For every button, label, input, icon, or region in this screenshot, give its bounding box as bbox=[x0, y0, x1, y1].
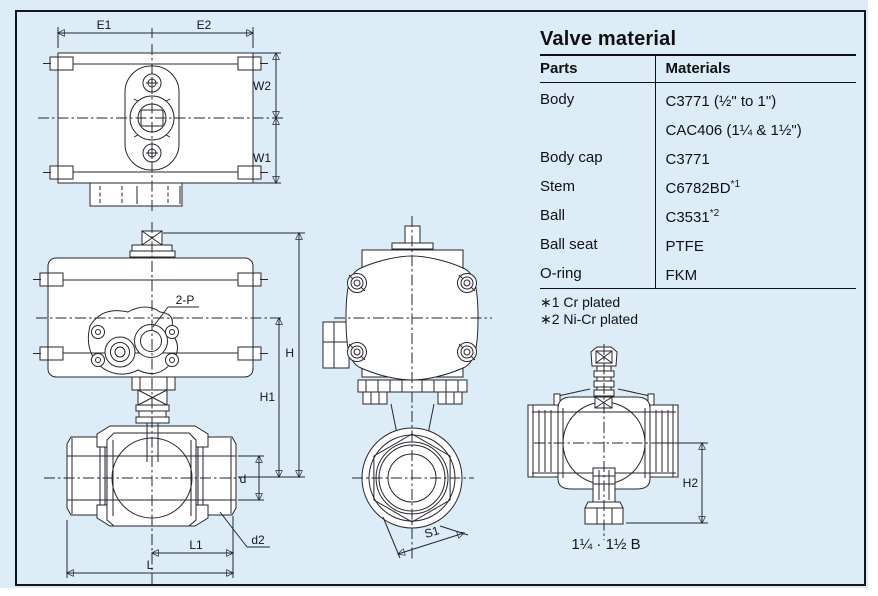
cap-bolt bbox=[457, 273, 477, 293]
valve-material-table: Parts Materials Body C3771 (½" to 1") CA… bbox=[540, 56, 856, 289]
cap-bolt bbox=[457, 342, 477, 362]
table-row: Body C3771 (½" to 1") bbox=[540, 82, 856, 114]
column-header-materials: Materials bbox=[654, 56, 856, 83]
table-header-row: Parts Materials bbox=[540, 56, 856, 83]
material-cell: C3771 (½" to 1") bbox=[654, 82, 856, 114]
table-row: Ball C3531*2 bbox=[540, 201, 856, 230]
material-cell: C3531*2 bbox=[654, 201, 856, 230]
part-cell: Stem bbox=[540, 178, 576, 195]
valve-side-view-drawing: S1 bbox=[322, 216, 492, 560]
valve-material-panel: Valve material Parts Materials Body C377… bbox=[540, 28, 856, 328]
size-note-label: 1¼ · 1½ B bbox=[571, 536, 640, 553]
dim-label-l1: L1 bbox=[189, 538, 203, 552]
part-cell: Body bbox=[540, 91, 575, 108]
material-cell: C3771 bbox=[654, 143, 856, 172]
dim-label-h1: H1 bbox=[260, 390, 276, 404]
dim-label-d2: d2 bbox=[251, 533, 265, 547]
cap-bolt bbox=[347, 273, 367, 293]
valve-front-section-drawing: 2-P H H1 d d2 L1 L bbox=[33, 222, 305, 586]
table-row: Ball seat PTFE bbox=[540, 230, 856, 259]
dim-label-e1: E1 bbox=[97, 18, 112, 32]
dim-label-w2: W2 bbox=[253, 79, 271, 93]
material-cell: CAC406 (1¼ & 1½") bbox=[654, 114, 856, 143]
page-margin-right bbox=[868, 0, 878, 596]
table-row: CAC406 (1¼ & 1½") bbox=[540, 114, 856, 143]
dim-label-d: d bbox=[240, 472, 247, 486]
column-header-parts: Parts bbox=[540, 60, 578, 77]
footnote-marker: *1 bbox=[730, 179, 740, 190]
cap-bolt bbox=[347, 342, 367, 362]
material-cell: PTFE bbox=[654, 230, 856, 259]
table-row: Body cap C3771 bbox=[540, 143, 856, 172]
valve-material-title: Valve material bbox=[540, 28, 856, 56]
part-cell: Ball bbox=[540, 207, 566, 224]
table-row: Stem C6782BD*1 bbox=[540, 172, 856, 201]
part-cell bbox=[540, 114, 655, 143]
dim-label-w1: W1 bbox=[253, 151, 271, 165]
footnote-1: ∗1 Cr plated bbox=[540, 294, 621, 310]
part-cell: Ball seat bbox=[540, 236, 598, 253]
part-cell: O-ring bbox=[540, 265, 582, 282]
table-row: O-ring FKM bbox=[540, 259, 856, 289]
page-margin-bottom bbox=[0, 588, 878, 596]
dim-label-s1: S1 bbox=[423, 523, 441, 541]
dim-label-h2: H2 bbox=[683, 476, 699, 490]
part-cell: Body cap bbox=[540, 149, 603, 166]
dim-label-e2: E2 bbox=[197, 18, 212, 32]
page-border-frame bbox=[15, 10, 866, 586]
dim-label-2p: 2-P bbox=[176, 293, 195, 307]
material-cell: C6782BD*1 bbox=[654, 172, 856, 201]
material-cell: FKM bbox=[654, 259, 856, 289]
dim-label-h: H bbox=[285, 346, 294, 360]
footnote-marker: *2 bbox=[709, 208, 720, 219]
footnote-2: ∗2 Ni-Cr plated bbox=[540, 311, 639, 327]
large-size-section-drawing: H2 1¼ · 1½ B bbox=[527, 344, 708, 553]
actuator-top-view-drawing: E1 E2 W2 W1 bbox=[38, 18, 284, 212]
dim-label-l: L bbox=[147, 558, 154, 572]
